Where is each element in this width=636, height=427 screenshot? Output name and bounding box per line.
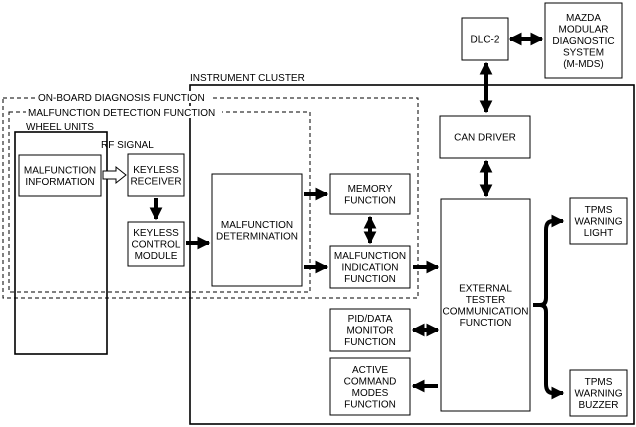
tpms-warning-light-label-line: LIGHT [584,228,613,239]
tpms-warning-light-label-line: TPMS [585,205,613,216]
pid-data-monitor-label-line: FUNCTION [344,337,396,348]
malfunction-indication-label-line: FUNCTION [344,274,396,285]
can-driver-box: CAN DRIVER [439,115,531,159]
mmds-label-line: MAZDA [566,13,601,24]
memory-function-label-line: MEMORY [348,184,393,195]
tpms-warning-buzzer-label-line: WARNING [575,389,623,400]
external-tester-label-line: FUNCTION [460,318,512,329]
region-wheel-units: WHEEL UNITS [14,122,108,355]
malfunction-determination-label-line: DETERMINATION [216,231,298,242]
can-driver-label-line: CAN DRIVER [454,133,516,144]
keyless-control-module-label-line: CONTROL [132,240,181,251]
tpms-warning-buzzer-label-line: BUZZER [579,400,619,411]
arrow-rf-signal [102,165,127,185]
malfunction-information-label-line: INFORMATION [25,177,94,188]
svg-text:DLC-2: DLC-2 [471,35,500,46]
malfunction-detection-label: MALFUNCTION DETECTION FUNCTION [28,108,215,119]
keyless-receiver-label-line: RECEIVER [130,176,181,187]
mmds-label-line: SYSTEM [563,48,604,59]
mmds-label-line: (M-MDS) [563,59,604,70]
active-command-modes-label-line: ACTIVE [352,365,388,376]
instrument-cluster-label: INSTRUMENT CLUSTER [190,73,305,84]
arrow-external-tester-tpms [533,214,565,400]
external-tester-label-line: EXTERNAL [459,283,512,294]
malfunction-indication-label-line: MALFUNCTION [334,251,406,262]
dlc2-box: DLC-2 [461,17,509,61]
region-malfunction-detection: MALFUNCTION DETECTION FUNCTION [8,106,311,293]
onboard-diagnosis-label: ON-BOARD DIAGNOSIS FUNCTION [38,93,205,104]
malfunction-information-label-line: MALFUNCTION [24,165,96,176]
region-onboard-diagnosis: ON-BOARD DIAGNOSIS FUNCTION [2,91,419,299]
malfunction-determination-label-line: MALFUNCTION [221,220,293,231]
pid-data-monitor-label-line: MONITOR [346,326,393,337]
active-command-modes-label-line: MODES [352,388,389,399]
keyless-control-module-label-line: KEYLESS [133,228,179,239]
active-command-modes-label-line: FUNCTION [344,399,396,410]
dlc2-label-line: DLC-2 [471,35,500,46]
malfunction-indication-label-line: INDICATION [341,263,398,274]
pid-data-monitor-label-line: PID/DATA [348,314,393,325]
keyless-receiver-label-line: KEYLESS [133,165,179,176]
region-instrument-cluster: INSTRUMENT CLUSTER [189,73,635,425]
external-tester-label-line: COMMUNICATION [443,306,529,317]
rf-signal-label: RF SIGNAL [101,140,154,151]
memory-function-label-line: FUNCTION [344,195,396,206]
keyless-control-module-label-line: MODULE [135,251,178,262]
tpms-warning-light-label-line: WARNING [575,217,623,228]
active-command-modes-label-line: COMMAND [344,376,397,387]
mmds-label-line: DIAGNOSTIC [552,36,614,47]
wheel-units-label: WHEEL UNITS [26,122,94,133]
tpms-warning-buzzer-label-line: TPMS [585,377,613,388]
mmds-label-line: MODULAR [558,25,608,36]
external-tester-label-line: TESTER [466,295,505,306]
svg-text:CAN DRIVER: CAN DRIVER [454,133,516,144]
